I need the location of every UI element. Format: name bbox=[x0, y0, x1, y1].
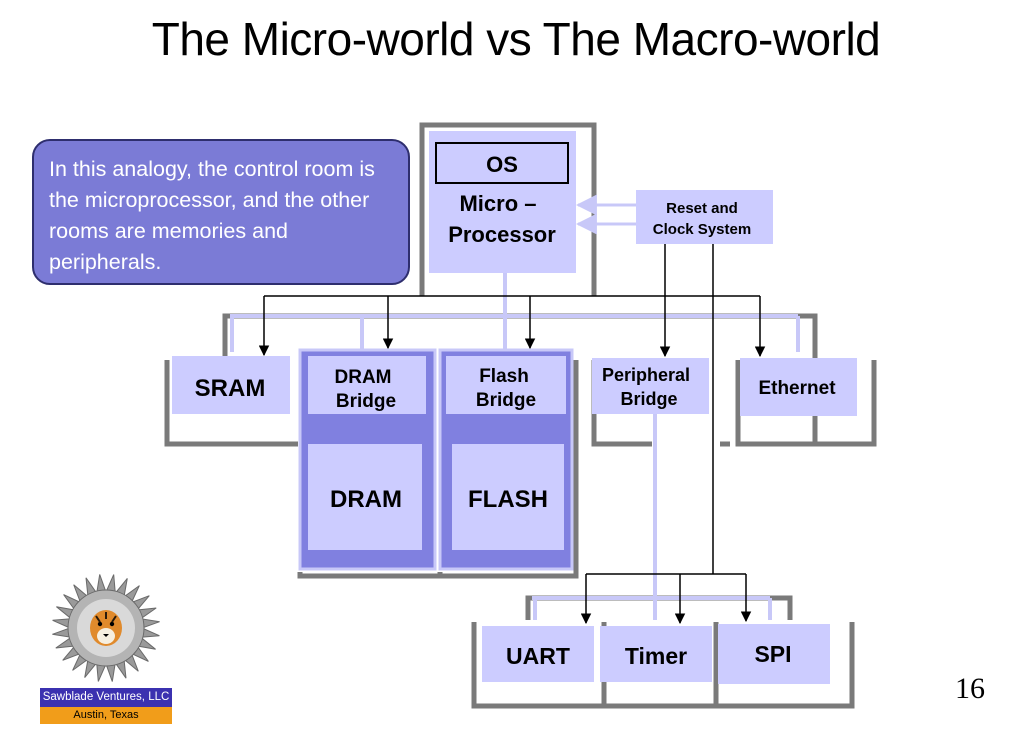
wall-sram bbox=[164, 360, 298, 447]
company-logo: Sawblade Ventures, LLC Austin, Texas bbox=[40, 570, 172, 726]
peripheral-bridge-label-2: Bridge bbox=[620, 389, 677, 409]
flash-bridge-label-1: Flash bbox=[479, 366, 529, 387]
wall-dram bbox=[297, 572, 438, 579]
ethernet-label: Ethernet bbox=[758, 378, 836, 399]
os-label: OS bbox=[486, 152, 518, 177]
reset-label-1: Reset and bbox=[666, 200, 738, 217]
wall-ethernet bbox=[735, 360, 877, 447]
sram-block bbox=[172, 356, 290, 414]
sawblade-icon bbox=[52, 574, 160, 682]
timer-block bbox=[600, 626, 712, 682]
logo-company-name: Sawblade Ventures, LLC bbox=[40, 688, 172, 707]
micro-label-2: Processor bbox=[448, 222, 556, 247]
dram-block bbox=[308, 444, 422, 550]
os-block bbox=[435, 142, 569, 184]
light-reset-arrows bbox=[575, 194, 636, 235]
callout-box: In this analogy, the control room is the… bbox=[32, 139, 410, 285]
dram-label: DRAM bbox=[330, 486, 402, 513]
ethernet-block bbox=[740, 358, 857, 416]
timer-label: Timer bbox=[625, 643, 687, 669]
uart-label: UART bbox=[506, 643, 570, 669]
wall-spi bbox=[713, 622, 855, 709]
flash-bridge-block bbox=[446, 356, 566, 414]
slide-title: The Micro-world vs The Macro-world bbox=[151, 13, 881, 65]
peripheral-bridge-block bbox=[592, 358, 709, 414]
wall-uart bbox=[471, 622, 604, 709]
flash-label: FLASH bbox=[468, 486, 548, 513]
page-number: 16 bbox=[955, 672, 985, 705]
logo-location: Austin, Texas bbox=[40, 707, 172, 724]
dram-bridge-label-2: Bridge bbox=[336, 391, 396, 412]
uart-block bbox=[482, 626, 594, 682]
flash-block bbox=[452, 444, 564, 550]
micro-label-1: Micro – bbox=[459, 191, 536, 216]
wall-flash bbox=[437, 360, 579, 579]
dram-bridge-label-1: DRAM bbox=[335, 367, 392, 388]
reset-label-2: Clock System bbox=[653, 221, 751, 238]
reset-clock-block bbox=[636, 190, 773, 244]
flash-bridge-label-2: Bridge bbox=[476, 390, 536, 411]
dram-bridge-block bbox=[308, 356, 426, 414]
spi-label: SPI bbox=[754, 641, 791, 667]
spi-block bbox=[718, 624, 830, 684]
peripheral-bridge-label-1: Peripheral bbox=[602, 365, 690, 385]
light-buses bbox=[230, 272, 800, 620]
wall-periph-bus bbox=[525, 595, 793, 620]
signal-lines bbox=[258, 244, 766, 625]
sram-label: SRAM bbox=[195, 375, 266, 402]
